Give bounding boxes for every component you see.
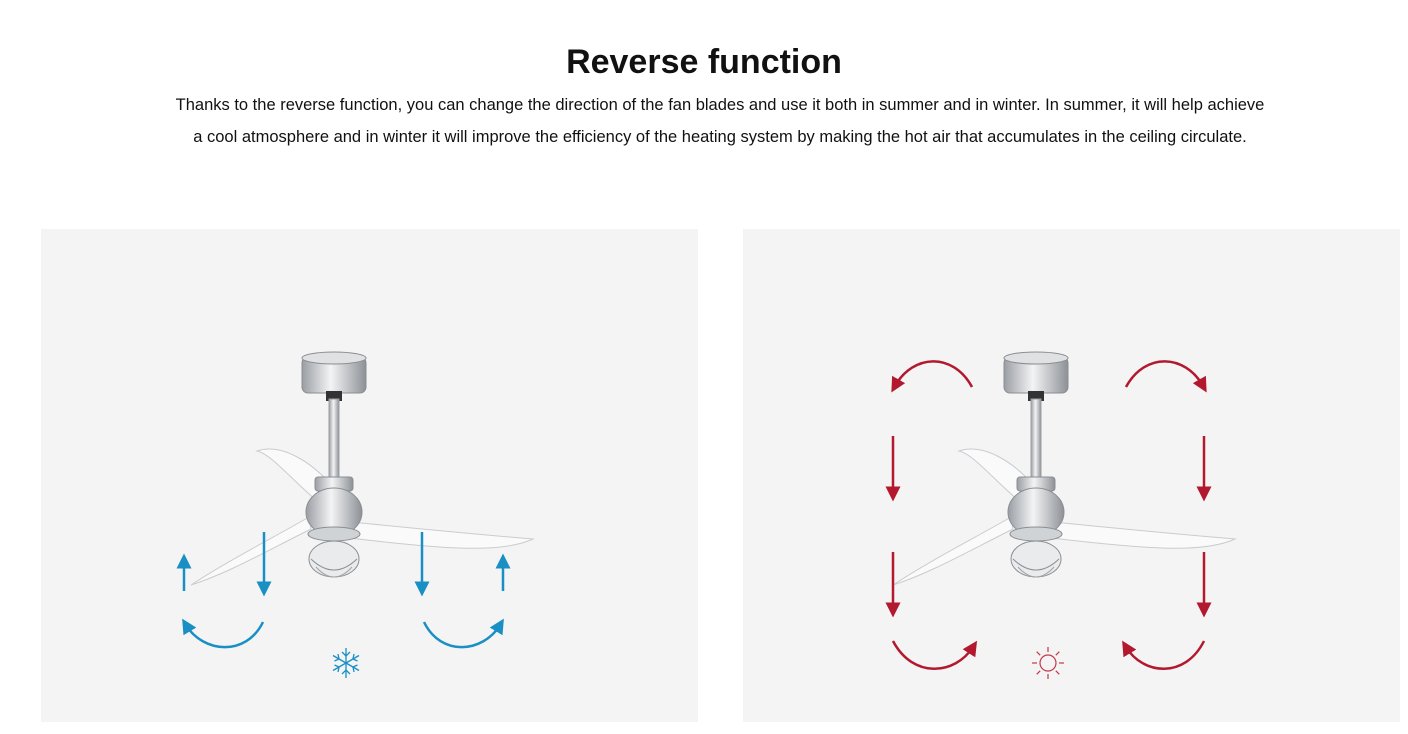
curved-arrow-icon: [182, 618, 265, 649]
curved-arrow-icon: [422, 618, 504, 649]
curved-arrow-icon: [891, 640, 978, 670]
airflow-arrows: [885, 360, 1212, 670]
curved-arrow-icon: [1122, 640, 1206, 670]
winter-mode-panel: [743, 229, 1400, 722]
airflow-arrows: [176, 532, 511, 649]
snowflake-icon: [332, 648, 360, 678]
winter-fan-illustration: [885, 351, 1237, 679]
summer-fan-illustration: [176, 351, 535, 678]
section-title: Reverse function: [566, 43, 842, 81]
summer-mode-panel: [41, 229, 698, 722]
ceiling-fan: [190, 351, 535, 586]
sun-icon: [1032, 647, 1064, 679]
curved-arrow-icon: [891, 360, 974, 393]
curved-arrow-icon: [1124, 360, 1207, 393]
ceiling-fan: [892, 351, 1237, 586]
section-description: Thanks to the reverse function, you can …: [175, 96, 1265, 146]
